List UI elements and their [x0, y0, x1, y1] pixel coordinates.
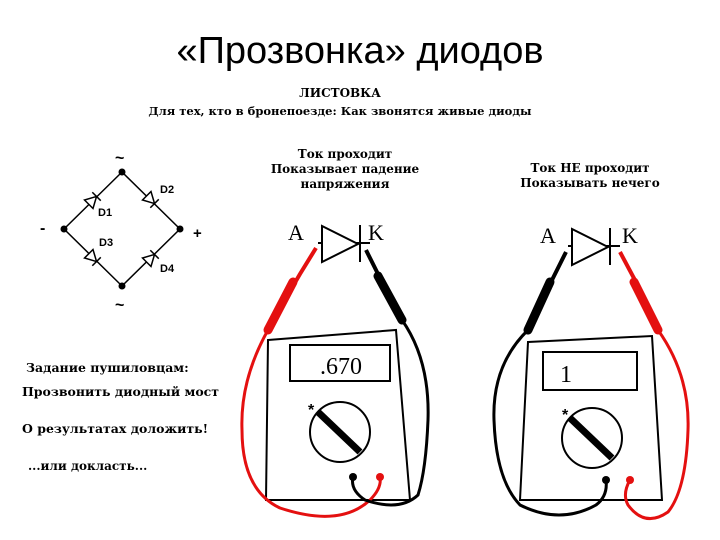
- diode-d1: [83, 191, 102, 210]
- right-red-lead: [623, 329, 690, 521]
- left-meter-caption: Ток проходит Показывает падение напряжен…: [250, 147, 440, 192]
- diode-d4: [141, 249, 160, 268]
- label-ac-top: ~: [115, 150, 124, 167]
- right-meter-reading: 1: [560, 362, 572, 388]
- label-plus: +: [193, 225, 202, 242]
- node-right: [176, 225, 184, 233]
- right-cathode-label: K: [622, 223, 638, 248]
- diode-d2: [141, 190, 160, 209]
- right-anode-label: A: [540, 223, 556, 248]
- right-meter-star: *: [562, 407, 569, 424]
- left-caption-line-1: Ток проходит: [297, 147, 393, 161]
- left-diode-symbol: [318, 224, 370, 264]
- task-line-2: Прозвонить диодный мост: [22, 384, 220, 399]
- leaflet-heading: ЛИСТОВКА: [299, 86, 381, 100]
- left-cathode-label: K: [368, 220, 384, 245]
- right-diode-symbol: [568, 227, 620, 267]
- left-meter-knob: [315, 409, 363, 455]
- node-left: [60, 225, 68, 233]
- label-d2: D2: [160, 184, 174, 196]
- right-black-probe: [523, 277, 555, 335]
- label-d1: D1: [98, 207, 112, 219]
- left-red-probe: [263, 277, 298, 335]
- bridge-nodes: [60, 168, 184, 290]
- right-meter-caption: Ток НЕ проходит Показывать нечего: [495, 161, 685, 191]
- label-ac-bottom: ~: [115, 297, 124, 314]
- right-black-probe-tip: [550, 251, 568, 281]
- right-meter-display: [542, 351, 638, 391]
- right-red-probe: [629, 277, 663, 335]
- left-meter-display: [289, 344, 391, 382]
- right-caption-line-1: Ток НЕ проходит: [530, 161, 650, 175]
- right-caption-line-2: Показывать нечего: [520, 176, 660, 190]
- left-meter-star: *: [308, 402, 315, 419]
- slide-title: «Прозвонка» диодов: [176, 30, 544, 72]
- right-black-lead: [492, 328, 608, 517]
- label-d4: D4: [160, 263, 175, 275]
- left-caption-line-2: Показывает падение: [270, 162, 420, 176]
- left-red-lead: [240, 329, 382, 518]
- left-caption-line-3: напряжения: [300, 177, 390, 191]
- diode-d3: [83, 248, 102, 267]
- left-anode-label: A: [288, 220, 304, 245]
- left-black-lead: [351, 319, 430, 507]
- right-meter-knob: [567, 415, 615, 461]
- task-line-4: ...или докласть...: [28, 459, 148, 473]
- left-meter-reading: .670: [320, 354, 362, 380]
- left-black-probe: [373, 271, 407, 325]
- node-bottom: [118, 282, 126, 290]
- label-d3: D3: [99, 237, 113, 249]
- task-line-3: О результатах доложить!: [22, 421, 209, 436]
- node-top: [118, 168, 126, 176]
- label-minus: -: [40, 220, 45, 237]
- task-line-1: Задание пушиловцам:: [26, 360, 189, 375]
- right-red-probe-tip: [618, 251, 638, 283]
- leaflet-subheading: Для тех, кто в бронепоезде: Как звонятся…: [148, 104, 532, 118]
